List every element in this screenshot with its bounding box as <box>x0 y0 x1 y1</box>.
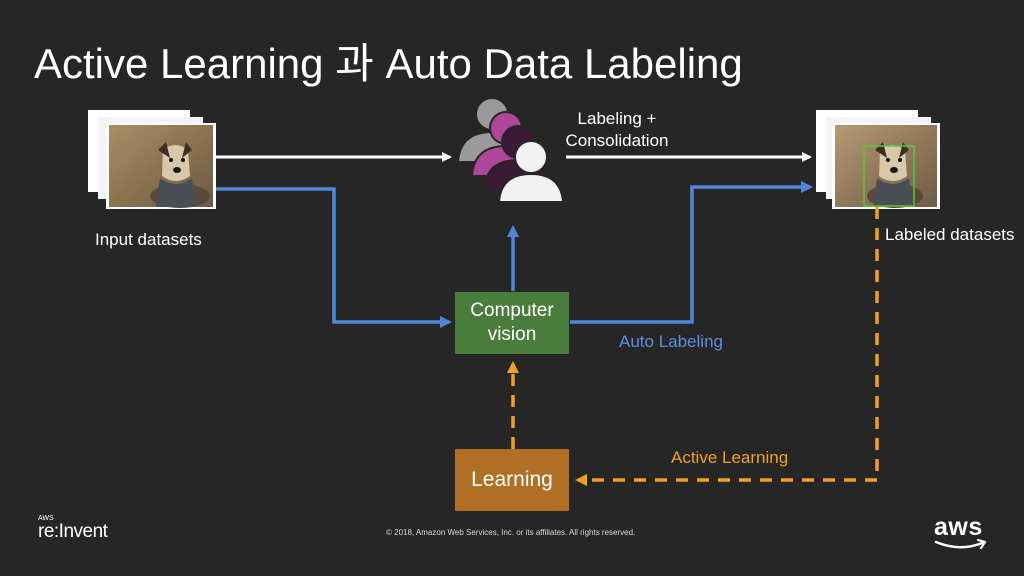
slide-title: Active Learning 과 Auto Data Labeling <box>34 40 743 87</box>
aws-logo-text: aws <box>934 513 983 541</box>
arrow-input-to-computer-vision <box>216 187 452 328</box>
labeling-label-line2: Consolidation <box>565 131 669 150</box>
labeling-label-line1: Labeling + <box>577 109 657 128</box>
human-labelers-icon <box>456 97 565 203</box>
dog-photo <box>109 125 213 208</box>
learning-node: Learning <box>455 449 569 511</box>
dog-photo-labeled <box>835 125 937 208</box>
computer-vision-node: Computer vision <box>455 292 569 354</box>
labeled-datasets-label: Labeled datasets <box>885 225 1015 244</box>
auto-labeling-label: Auto Labeling <box>619 332 723 351</box>
reinvent-logo-text: re:Invent <box>38 521 108 542</box>
labeled-datasets-image-stack <box>816 110 940 209</box>
active-learning-label: Active Learning <box>671 448 789 467</box>
learning-label: Learning <box>471 468 553 491</box>
reinvent-logo-aws-text: AWS <box>38 515 54 522</box>
input-datasets-image-stack <box>88 110 216 209</box>
copyright-text: © 2018, Amazon Web Services, Inc. or its… <box>386 528 636 537</box>
labeling-consolidation-label: Labeling + Consolidation <box>564 108 670 152</box>
computer-vision-label-line2: vision <box>487 324 537 345</box>
arrow-labeled-to-learning <box>575 207 879 486</box>
arrow-computer-vision-to-labeled <box>570 181 813 324</box>
bounding-box <box>863 145 915 207</box>
reinvent-logo: AWS re:Invent <box>38 515 108 542</box>
aws-logo: aws <box>934 514 990 554</box>
input-datasets-label: Input datasets <box>95 230 202 249</box>
aws-smile-icon <box>934 538 987 550</box>
computer-vision-label-line1: Computer <box>470 300 554 321</box>
